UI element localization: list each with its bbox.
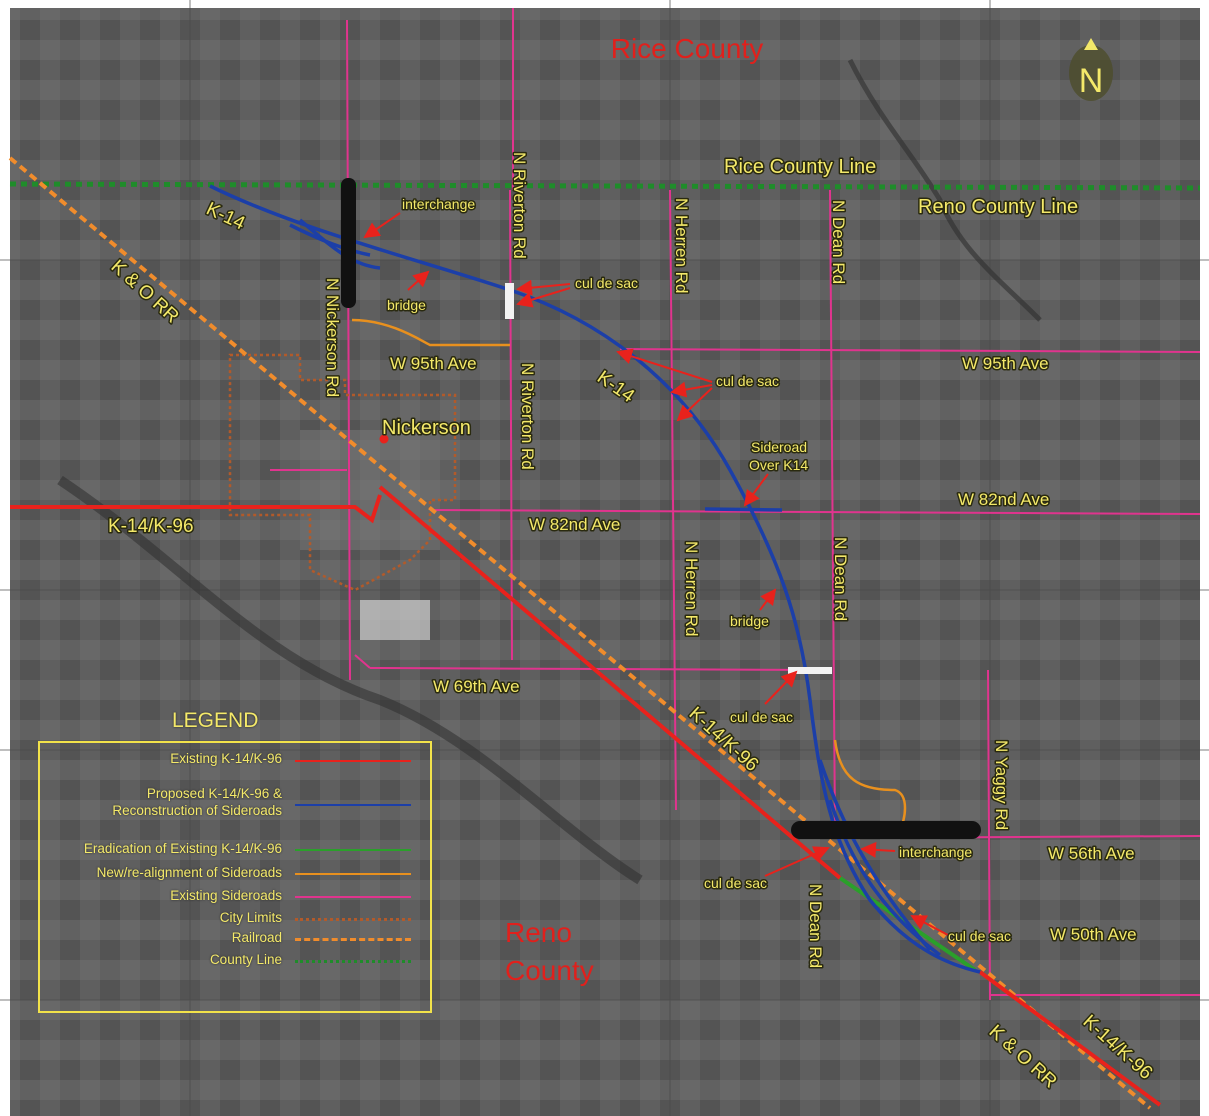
existing-highway (10, 485, 1162, 1107)
rice-county-line-label: Rice County Line (724, 156, 876, 178)
legend-row: Eradication of Existing K-14/K-96 (40, 839, 434, 861)
legend-row: Proposed K-14/K-96 & Reconstruction of S… (40, 785, 434, 821)
label-dean-rd-north: N Dean Rd (829, 200, 848, 284)
legend-label: Existing K-14/K-96 (170, 751, 282, 766)
annotation-culdesac-sw: cul de sac (704, 875, 767, 891)
legend-swatch (295, 960, 411, 963)
legend-label: City Limits (219, 910, 282, 925)
legend-swatch (295, 849, 411, 851)
legend-row: Existing Sideroads (40, 886, 434, 908)
legend: Existing K-14/K-96 Proposed K-14/K-96 & … (38, 741, 432, 1013)
legend-swatch (295, 760, 411, 762)
legend-row: City Limits (40, 909, 434, 931)
interchange-bar-south (791, 821, 981, 839)
annotation-bridge-south: bridge (730, 613, 769, 629)
north-arrow-icon (1084, 38, 1098, 50)
label-dean-rd-south: N Dean Rd (806, 884, 825, 968)
label-w56: W 56th Ave (1048, 844, 1135, 863)
nickerson-dot (379, 434, 389, 444)
north-arrow: N (1069, 38, 1113, 101)
legend-swatch (295, 918, 411, 921)
river (57, 475, 643, 885)
annotation-bridge-north: bridge (387, 297, 426, 313)
label-herren-rd-north: N Herren Rd (672, 198, 691, 293)
annotation-sideroad-line1: Sideroad (751, 439, 807, 455)
legend-row: Existing K-14/K-96 (40, 749, 434, 771)
label-w50: W 50th Ave (1050, 925, 1137, 944)
label-herren-rd-south: N Herren Rd (682, 541, 701, 636)
culdesac-marker-dean (788, 667, 832, 674)
annotation-interchange-south: interchange (899, 844, 972, 860)
label-k14k96-west: K-14/K-96 (108, 516, 194, 537)
legend-label: New/re-alignment of Sideroads (96, 865, 282, 880)
legend-label: Proposed K-14/K-96 & (146, 786, 282, 801)
county-label-reno-line1: Reno (505, 917, 572, 948)
legend-label: Existing Sideroads (170, 888, 282, 903)
north-label: N (1079, 62, 1104, 100)
county-line (9, 181, 1201, 191)
culdesac-marker-riverton (505, 283, 514, 319)
interchange-bar-north (341, 178, 356, 308)
annotation-interchange-north: interchange (402, 196, 475, 212)
label-riverton-rd-south: N Riverton Rd (518, 363, 537, 470)
county-label-rice: Rice County (611, 33, 764, 64)
label-w95-east: W 95th Ave (962, 354, 1049, 373)
annotation-sideroad-line2: Over K14 (749, 457, 808, 473)
annotation-culdesac-dean: cul de sac (730, 709, 793, 725)
label-w69: W 69th Ave (433, 677, 520, 696)
label-dean-rd-mid: N Dean Rd (831, 537, 850, 621)
label-w82-west: W 82nd Ave (529, 515, 620, 534)
label-riverton-rd-north: N Riverton Rd (510, 152, 529, 259)
label-w82-east: W 82nd Ave (958, 490, 1049, 509)
legend-swatch (295, 804, 411, 806)
annotation-culdesac-herren: cul de sac (716, 373, 779, 389)
legend-title: LEGEND (172, 709, 259, 732)
railroad (8, 156, 1152, 1110)
legend-swatch (295, 896, 411, 898)
town-label-nickerson: Nickerson (382, 417, 471, 439)
legend-label-line2: Reconstruction of Sideroads (112, 803, 282, 818)
legend-row: Railroad (40, 929, 434, 951)
nickerson-town-area (300, 430, 440, 550)
legend-swatch (295, 873, 411, 875)
new-sideroads (351, 318, 907, 831)
label-w95-west: W 95th Ave (390, 354, 477, 373)
label-yaggy-rd: N Yaggy Rd (992, 740, 1011, 830)
legend-label: Eradication of Existing K-14/K-96 (83, 841, 282, 856)
legend-label: County Line (209, 952, 282, 967)
legend-swatch (295, 938, 411, 941)
annotation-culdesac-se: cul de sac (948, 928, 1011, 944)
county-label-reno-line2: County (505, 955, 594, 986)
legend-label: Railroad (231, 930, 282, 945)
label-nickerson-rd: N Nickerson Rd (323, 278, 342, 397)
legend-row: County Line (40, 951, 434, 973)
annotation-culdesac-riverton: cul de sac (575, 275, 638, 291)
legend-row: New/re-alignment of Sideroads (40, 863, 434, 885)
reno-county-line-label: Reno County Line (918, 196, 1078, 218)
annotation-arrows (363, 212, 949, 936)
city-limits (228, 353, 457, 592)
